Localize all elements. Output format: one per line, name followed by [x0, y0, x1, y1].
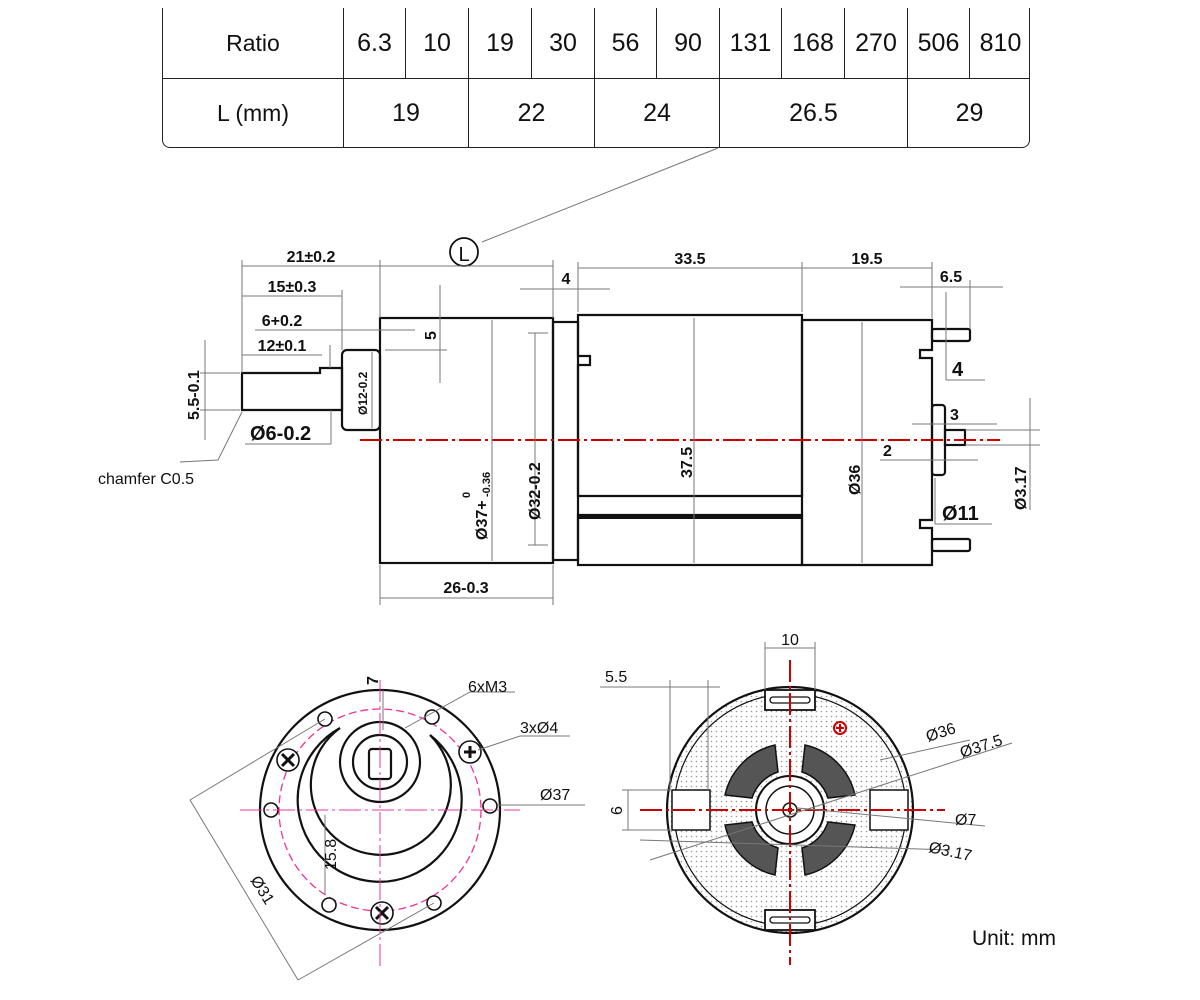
dimension-label: 6+0.2 [262, 313, 303, 330]
dimension-label: Ø6-0.2 [250, 423, 311, 445]
dimension-label: Ø3.17 [927, 839, 973, 865]
dimension-label: Ø37+ [474, 500, 491, 540]
dimension-label: Ø11 [942, 503, 979, 525]
dimension-label: 37.5 [679, 447, 696, 478]
ratio-cell: 506 [907, 8, 969, 78]
table-row-divider [163, 78, 1029, 79]
dimension-label: Ø12-0.2 [356, 371, 370, 415]
unit-label: Unit: mm [972, 927, 1056, 950]
dimension-label: 6xM3 [468, 679, 507, 696]
dimension-label: 2 [883, 443, 892, 460]
ratio-cell: 30 [531, 8, 594, 78]
length-cell: 29 [907, 78, 1031, 148]
ratio-cell: 90 [656, 8, 719, 78]
dimension-label: Ø36 [847, 465, 864, 495]
dimension-label: 6 [609, 806, 626, 815]
dimension-label: 26-0.3 [443, 580, 488, 597]
dimension-label: L [458, 244, 469, 266]
ratio-cell: 10 [405, 8, 468, 78]
ratio-length-table: Ratio L (mm) 6.3 10 19 30 56 90 131 168 … [162, 8, 1030, 148]
dimension-label: Ø37 [540, 787, 570, 804]
dimension-label: 12±0.1 [258, 338, 307, 355]
ratio-cell: 270 [844, 8, 907, 78]
dimension-label: 15±0.3 [268, 279, 317, 296]
side-view: 21±0.2 15±0.3 6+0.2 12±0.1 5.5-0.1 Ø6-0.… [98, 249, 1040, 605]
dimension-label: 21±0.2 [287, 249, 336, 266]
dimension-label: 33.5 [674, 251, 705, 268]
dimension-label: 19.5 [851, 251, 882, 268]
dimension-label: 5 [423, 331, 440, 340]
length-cell: 22 [468, 78, 594, 148]
dimension-label: 10 [781, 632, 799, 649]
dimension-label: 7 [365, 676, 382, 685]
length-leader: L [449, 147, 719, 267]
dimension-label: 6.5 [940, 269, 962, 286]
ratio-cell: 131 [719, 8, 781, 78]
ratio-cell: 810 [969, 8, 1031, 78]
dimension-label: 4 [562, 271, 571, 288]
ratio-cell: 19 [468, 8, 531, 78]
dimension-label: 3 [950, 407, 959, 424]
dimension-label: Ø32-0.2 [527, 462, 544, 520]
ratio-cell: 168 [781, 8, 844, 78]
dimension-label: 15.8 [323, 839, 340, 870]
dimension-label: 5.5 [605, 669, 627, 686]
dimension-label: Ø3.17 [1013, 466, 1030, 510]
rear-view: 10 5.5 6 Ø36 Ø37.5 Ø7 Ø3.17 [600, 632, 1013, 965]
dimension-label: Ø36 [924, 720, 958, 746]
front-view: 7 6xM3 3xØ4 Ø37 15.8 Ø31 [189, 676, 585, 981]
ratio-cell: 56 [594, 8, 656, 78]
dimension-label: chamfer C0.5 [98, 471, 194, 488]
length-header: L (mm) [217, 99, 289, 126]
dimension-label: Ø31 [247, 873, 277, 908]
dimension-label: 5.5-0.1 [186, 370, 203, 420]
length-cell: 19 [343, 78, 468, 148]
dimension-label: 0 [461, 492, 473, 498]
dimension-label: 4 [952, 359, 964, 381]
dimension-label: Ø7 [955, 812, 976, 829]
ratio-header: Ratio [226, 29, 280, 56]
length-cell: 26.5 [719, 78, 907, 148]
dimension-label: 3xØ4 [520, 720, 558, 737]
length-cell: 24 [594, 78, 719, 148]
dimension-label: Ø37.5 [958, 732, 1005, 762]
dimension-label: -0.36 [481, 472, 493, 497]
ratio-cell: 6.3 [343, 8, 405, 78]
